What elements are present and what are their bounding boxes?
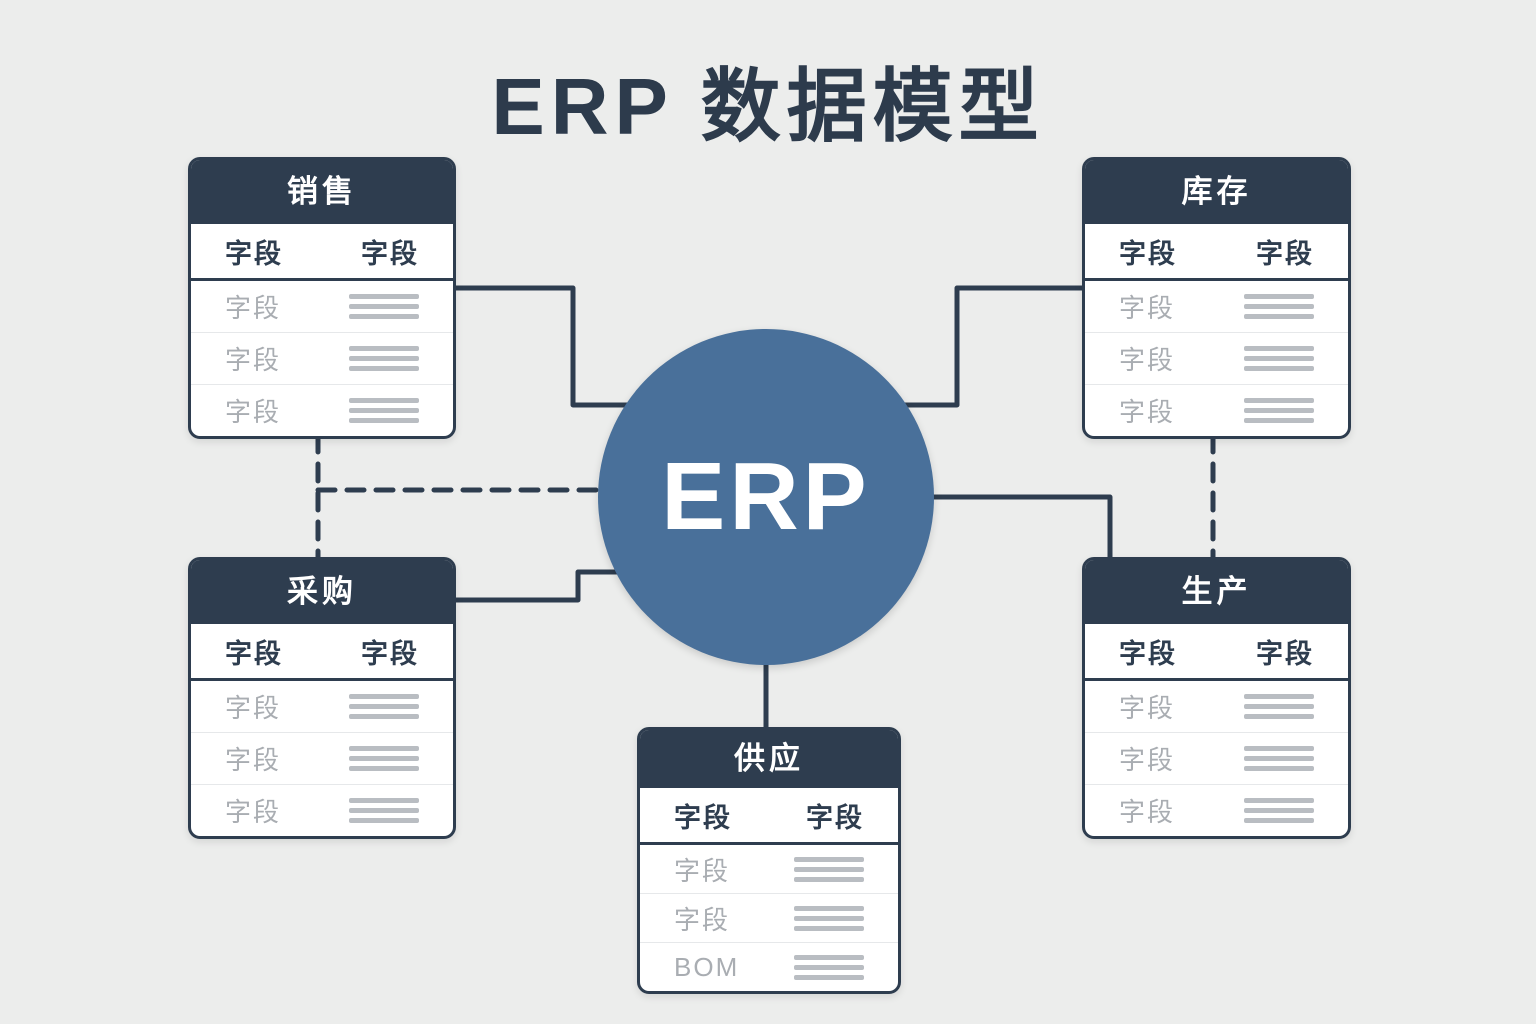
column-header: 字段 [1119, 638, 1177, 669]
table-row: 字段 [1085, 733, 1348, 785]
field-value-bars [349, 694, 419, 719]
field-label: 字段 [225, 693, 282, 723]
column-header: 字段 [361, 638, 419, 669]
table-supply: 供应 字段 字段 字段 字段 BOM [637, 727, 901, 994]
column-header: 字段 [361, 238, 419, 269]
table-inventory-title: 库存 [1085, 160, 1348, 224]
table-row: 字段 [640, 894, 898, 943]
table-procurement-title: 采购 [191, 560, 453, 624]
field-value-bars [349, 746, 419, 771]
table-sales: 销售 字段 字段 字段 字段 字段 [188, 157, 456, 439]
field-value-bars [1244, 694, 1314, 719]
connector-inventory-erp [897, 285, 1085, 408]
field-label: 字段 [1119, 797, 1176, 827]
field-label: 字段 [225, 745, 282, 775]
connector-procurement-erp [447, 569, 621, 603]
table-production-column-headers: 字段 字段 [1085, 624, 1348, 681]
connector-sales-erp [447, 285, 635, 408]
field-value-bars [794, 954, 864, 980]
table-inventory: 库存 字段 字段 字段 字段 字段 [1082, 157, 1351, 439]
field-label: 字段 [225, 345, 282, 375]
table-row: 字段 [640, 845, 898, 894]
table-row: 字段 [191, 733, 453, 785]
field-label: 字段 [225, 797, 282, 827]
erp-center-label: ERP [661, 443, 871, 550]
table-sales-column-headers: 字段 字段 [191, 224, 453, 281]
table-supply-title: 供应 [640, 730, 898, 788]
table-row: 字段 [1085, 681, 1348, 733]
column-header: 字段 [1256, 638, 1314, 669]
field-value-bars [794, 905, 864, 931]
field-label: 字段 [674, 904, 731, 935]
table-row: BOM [640, 943, 898, 991]
table-row: 字段 [191, 385, 453, 436]
field-value-bars [349, 798, 419, 823]
column-header: 字段 [1119, 238, 1177, 269]
connector-erp-production [929, 494, 1113, 560]
table-sales-title: 销售 [191, 160, 453, 224]
field-value-bars [1244, 746, 1314, 771]
table-production-title: 生产 [1085, 560, 1348, 624]
field-value-bars [1244, 294, 1314, 319]
table-row: 字段 [1085, 281, 1348, 333]
field-label: 字段 [1119, 397, 1176, 427]
field-label: 字段 [225, 397, 282, 427]
table-row: 字段 [1085, 333, 1348, 385]
table-row: 字段 [1085, 785, 1348, 836]
table-inventory-column-headers: 字段 字段 [1085, 224, 1348, 281]
column-header: 字段 [225, 638, 283, 669]
field-label: 字段 [1119, 693, 1176, 723]
field-label: 字段 [1119, 745, 1176, 775]
column-header: 字段 [225, 238, 283, 269]
table-procurement: 采购 字段 字段 字段 字段 字段 [188, 557, 456, 839]
table-production: 生产 字段 字段 字段 字段 字段 [1082, 557, 1351, 839]
field-label: 字段 [225, 293, 282, 323]
table-procurement-column-headers: 字段 字段 [191, 624, 453, 681]
column-header: 字段 [806, 802, 864, 833]
column-header: 字段 [1256, 238, 1314, 269]
table-row: 字段 [191, 333, 453, 385]
field-value-bars [1244, 798, 1314, 823]
field-value-bars [794, 856, 864, 882]
field-value-bars [349, 294, 419, 319]
table-supply-column-headers: 字段 字段 [640, 788, 898, 845]
field-label: BOM [674, 951, 740, 982]
field-value-bars [1244, 398, 1314, 423]
field-value-bars [349, 346, 419, 371]
diagram-title: ERP 数据模型 [491, 62, 1045, 151]
field-label: 字段 [1119, 345, 1176, 375]
table-row: 字段 [191, 681, 453, 733]
column-header: 字段 [674, 802, 732, 833]
field-value-bars [349, 398, 419, 423]
table-row: 字段 [1085, 385, 1348, 436]
erp-center-node: ERP [598, 329, 934, 665]
table-row: 字段 [191, 281, 453, 333]
table-row: 字段 [191, 785, 453, 836]
field-label: 字段 [674, 855, 731, 886]
field-label: 字段 [1119, 293, 1176, 323]
field-value-bars [1244, 346, 1314, 371]
